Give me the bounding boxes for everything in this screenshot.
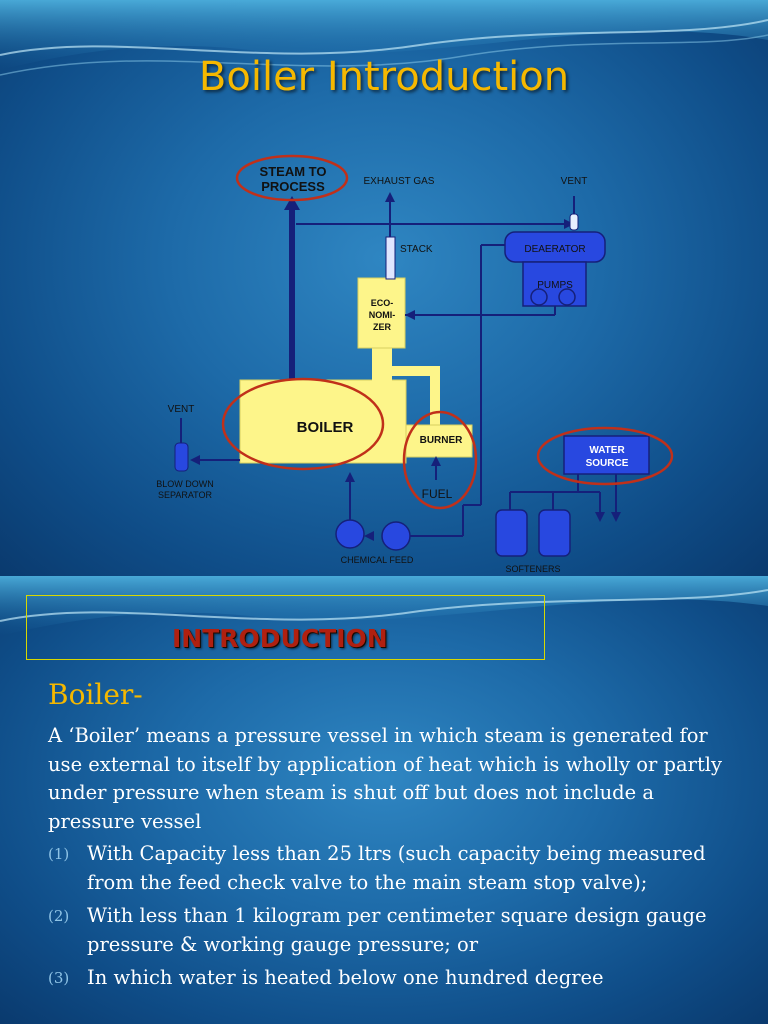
burner-duct [392, 366, 440, 425]
chemical-feed-pump-right-icon [381, 521, 411, 551]
pipework [180, 196, 617, 537]
list-item: (3) In which water is heated below one h… [48, 964, 738, 993]
label-economizer-1: ECO- [371, 298, 394, 308]
economizer-box [357, 277, 406, 349]
burner-box [405, 424, 473, 458]
blow-down-separator-icon [174, 442, 189, 472]
definition-paragraph: A ‘Boiler’ means a pressure vessel in wh… [48, 724, 723, 833]
highlight-circles [221, 154, 674, 510]
highlight-boiler [221, 377, 385, 471]
term-heading: Boiler- [48, 678, 143, 711]
label-vent-top: VENT [561, 176, 588, 187]
slide-boiler-introduction: Boiler Introduction [0, 0, 768, 576]
label-pumps: PUMPS [537, 280, 573, 291]
label-water-source-2: SOURCE [586, 458, 629, 469]
slide-title: Boiler Introduction [198, 54, 570, 100]
list-item-text: In which water is heated below one hundr… [87, 966, 604, 989]
label-chemical-feed: CHEMICAL FEED [341, 555, 414, 565]
label-vent-left: VENT [168, 404, 195, 415]
label-stack: STACK [400, 244, 433, 255]
label-burner: BURNER [420, 435, 464, 446]
title-frame [26, 595, 545, 660]
label-exhaust-gas: EXHAUST GAS [364, 176, 435, 187]
label-steam-to-process-1: STEAM TO [260, 164, 327, 179]
list-item-number: (2) [48, 907, 70, 925]
label-economizer-2: NOMI- [369, 310, 396, 320]
boiler-upper-section [372, 346, 392, 382]
boiler-body [239, 379, 407, 464]
list-item-text: With Capacity less than 25 ltrs (such ca… [87, 842, 706, 894]
list-item: (2) With less than 1 kilogram per centim… [48, 902, 738, 959]
label-economizer-3: ZER [373, 322, 392, 332]
chemical-feed-pump-left-icon [335, 519, 365, 549]
pump-left-icon [530, 288, 548, 306]
stack-pipe [385, 236, 396, 280]
flow-arrows [190, 192, 621, 541]
decorative-wave [0, 0, 768, 76]
label-softeners: SOFTENERS [505, 564, 560, 574]
vent-valve-icon [569, 213, 579, 231]
water-source-box [563, 435, 650, 475]
list-item: (1) With Capacity less than 25 ltrs (suc… [48, 840, 738, 897]
label-blow-down-1: BLOW DOWN [156, 479, 214, 489]
list-item-number: (1) [48, 845, 70, 863]
label-boiler: BOILER [297, 419, 354, 436]
label-blow-down-2: SEPARATOR [158, 490, 213, 500]
exclusion-list: (1) With Capacity less than 25 ltrs (suc… [48, 840, 738, 998]
label-water-source-1: WATER [589, 445, 625, 456]
section-title: INTRODUCTION [172, 624, 388, 653]
highlight-steam-to-process [235, 154, 349, 202]
softener-tank-left-icon [495, 509, 528, 557]
label-deaerator: DEAERATOR [524, 244, 585, 255]
softener-tank-right-icon [538, 509, 571, 557]
highlight-burner [402, 410, 478, 510]
list-item-text: With less than 1 kilogram per centimeter… [87, 904, 707, 956]
pump-right-icon [558, 288, 576, 306]
decorative-wave [0, 576, 768, 636]
list-item-number: (3) [48, 969, 70, 987]
highlight-water-source [536, 426, 674, 486]
boiler-system-diagram: STEAM TO PROCESS EXHAUST GAS VENT STACK … [156, 154, 674, 574]
slide-introduction [0, 576, 768, 1024]
label-steam-to-process-2: PROCESS [261, 179, 325, 194]
label-fuel: FUEL [422, 487, 453, 501]
